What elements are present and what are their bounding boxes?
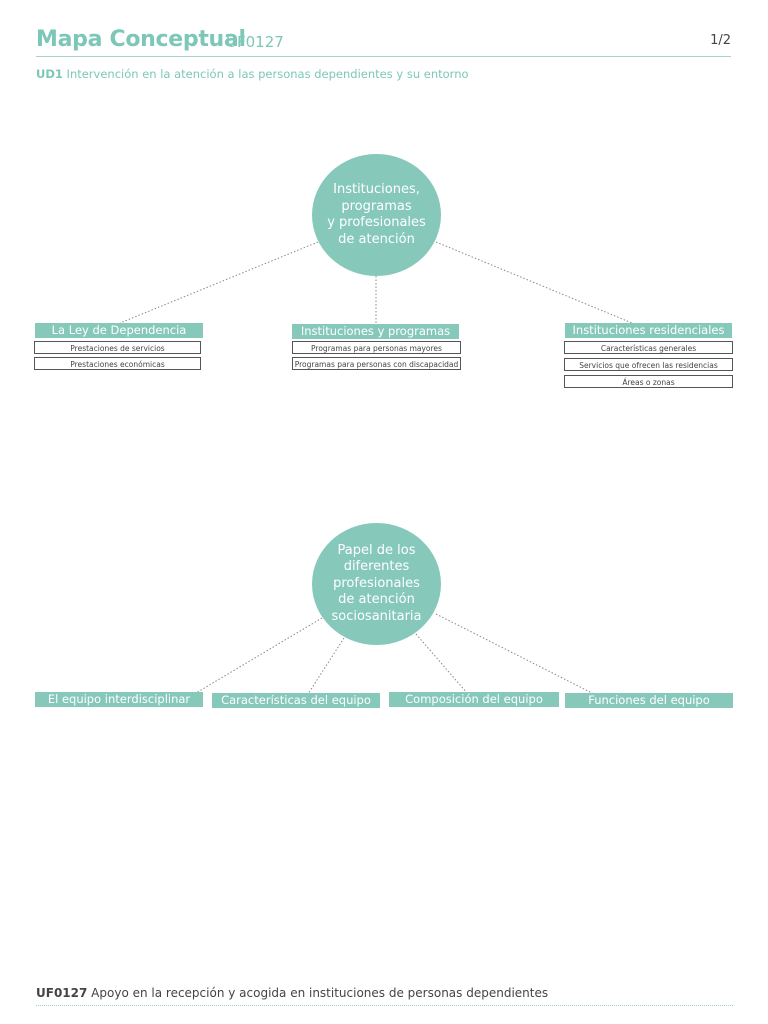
page-title: Mapa Conceptual [36,27,246,52]
unit-subtitle: UD1 Intervención en la atención a las pe… [36,67,469,81]
course-code: UF0127 [226,33,284,51]
branch-heading-equipo-interdisciplinar: El equipo interdisciplinar [35,692,203,707]
connector-line [435,241,633,324]
branch-item: Programas para personas mayores [292,341,461,354]
branch-heading-composicion-equipo: Composición del equipo [389,692,559,707]
branch-item: Características generales [564,341,733,354]
branch-item: Áreas o zonas [564,375,733,388]
page-number: 1/2 [710,33,731,48]
connector-line [435,613,595,695]
unit-code: UD1 [36,67,63,81]
connector-line [119,241,319,324]
central-concept-node: Instituciones, programas y profesionales… [312,154,441,276]
branch-item: Programas para personas con discapacidad [292,357,461,370]
connector-line [307,637,345,695]
branch-item: Servicios que ofrecen las residencias [564,358,733,371]
branch-item: Prestaciones económicas [34,357,201,370]
branch-heading-ley-dependencia: La Ley de Dependencia [35,323,203,338]
unit-title: Intervención en la atención a las person… [66,67,469,81]
branch-heading-caracteristicas-equipo: Características del equipo [212,693,380,708]
footer-text: UF0127 Apoyo en la recepción y acogida e… [36,986,548,1000]
branch-item: Prestaciones de servicios [34,341,201,354]
footer-code: UF0127 [36,986,88,1000]
central-concept-node: Papel de los diferentes profesionales de… [312,523,441,645]
footer-title: Apoyo en la recepción y acogida en insti… [91,986,549,1000]
branch-heading-instituciones-programas: Instituciones y programas [292,324,459,339]
branch-heading-funciones-equipo: Funciones del equipo [565,693,733,708]
connector-line [415,633,468,694]
connector-line [195,617,323,694]
header-divider [36,56,731,57]
branch-heading-instituciones-residenciales: Instituciones residenciales [565,323,732,338]
footer-divider [36,1005,733,1006]
